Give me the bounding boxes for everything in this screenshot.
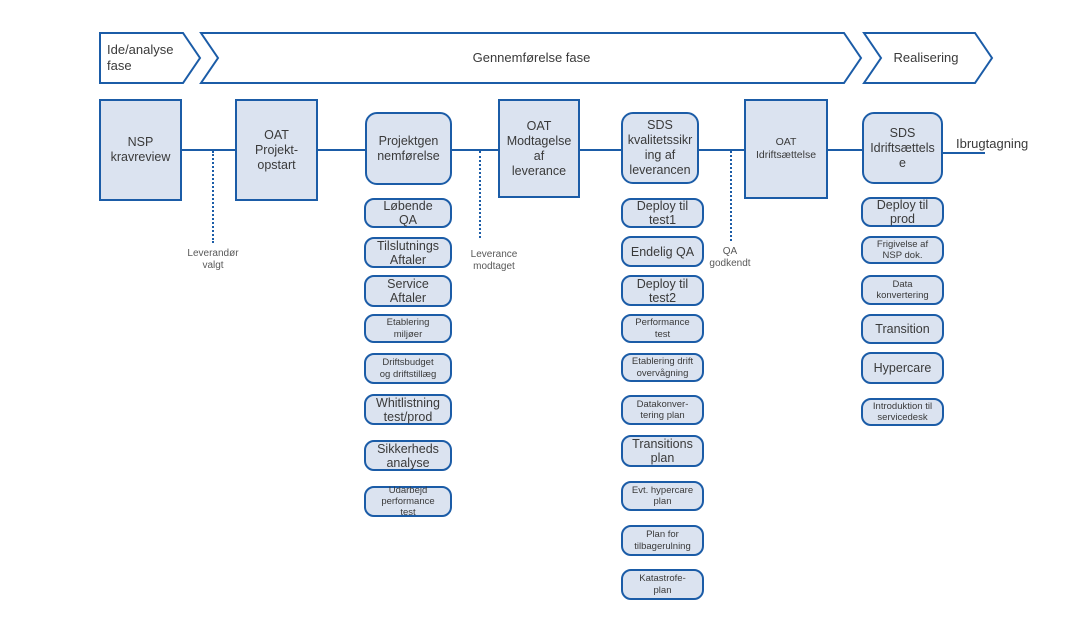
connector-2 (318, 149, 365, 151)
phase-label-realisering: Realisering (893, 49, 959, 65)
task-loebende-qa: Løbende QA (364, 198, 452, 228)
connector-6 (828, 149, 862, 151)
box-oat-modtagelse: OAT Modtagelse af leverance (498, 99, 580, 198)
milestone-label-leverance-modtaget: Leverance modtaget (470, 249, 518, 272)
task-whitlistning: Whitlistning test/prod (364, 394, 452, 425)
task-introduktion-servicedesk: Introduktion til servicedesk (861, 398, 944, 426)
task-hypercare: Hypercare (861, 352, 944, 384)
connector-3 (452, 149, 498, 151)
phase-chevron-realisering (862, 32, 994, 84)
task-katastrofe-plan: Katastrofe- plan (621, 569, 704, 600)
phase-chevron-gennemfoerelse (199, 32, 863, 84)
phase-label-ide-analyse: Ide/analyse fase (107, 41, 174, 73)
task-performance-test: Performance test (621, 314, 704, 343)
task-sikkerheds-analyse: Sikkerheds analyse (364, 440, 452, 471)
task-datakonvertering-plan: Datakonver- tering plan (621, 395, 704, 425)
milestone-line-leverance-modtaget (479, 151, 481, 238)
task-plan-for-tilbagerulning: Plan for tilbagerulning (621, 525, 704, 556)
task-transition: Transition (861, 314, 944, 344)
task-deploy-til-test2: Deploy til test2 (621, 275, 704, 306)
connector-1 (182, 149, 235, 151)
milestone-label-leverandoer-valgt: Leverandør valgt (187, 248, 239, 271)
task-service-aftaler: Service Aftaler (364, 275, 452, 307)
task-etablering-miljoeer: Etablering miljøer (364, 314, 452, 343)
task-data-konvertering: Data konvertering (861, 275, 944, 305)
task-udarbejd-performance: Udarbejd performance test (364, 485, 452, 518)
box-oat-idriftsaettelse: OAT Idriftsættelse (744, 99, 828, 199)
connector-4 (580, 149, 621, 151)
task-deploy-til-test1: Deploy til test1 (621, 198, 704, 228)
connector-ibrugtagning (943, 152, 985, 154)
task-transitions-plan: Transitions plan (621, 435, 704, 467)
task-endelig-qa: Endelig QA (621, 236, 704, 267)
phase-chevron-ide-analyse (99, 32, 202, 84)
end-label-ibrugtagning: Ibrugtagning (956, 136, 1029, 151)
task-etablering-drift: Etablering drift overvågning (621, 353, 704, 382)
task-frigivelse-nsp-dok: Frigivelse af NSP dok. (861, 236, 944, 264)
milestone-label-qa-godkendt: QA godkendt (709, 246, 751, 269)
phase-label-gennemfoerelse: Gennemførelse fase (472, 49, 591, 65)
task-deploy-til-prod: Deploy til prod (861, 197, 944, 227)
milestone-line-leverandoer-valgt (212, 151, 214, 243)
task-driftsbudget: Driftsbudget og driftstillæg (364, 353, 452, 384)
box-projektgennemfoerelse: Projektgen nemførelse (365, 112, 452, 185)
task-tilslutnings-aftaler: Tilslutnings Aftaler (364, 237, 452, 268)
box-sds-idriftsaettelse: SDS Idriftsættels e (862, 112, 943, 184)
milestone-line-qa-godkendt (730, 151, 732, 241)
task-evt-hypercare-plan: Evt. hypercare plan (621, 481, 704, 511)
box-oat-projektopstart: OAT Projekt- opstart (235, 99, 318, 201)
connector-5 (699, 149, 744, 151)
box-nsp-kravreview: NSP kravreview (99, 99, 182, 201)
box-sds-kvalitetssikring: SDS kvalitetssikr ing af leverancen (621, 112, 699, 184)
